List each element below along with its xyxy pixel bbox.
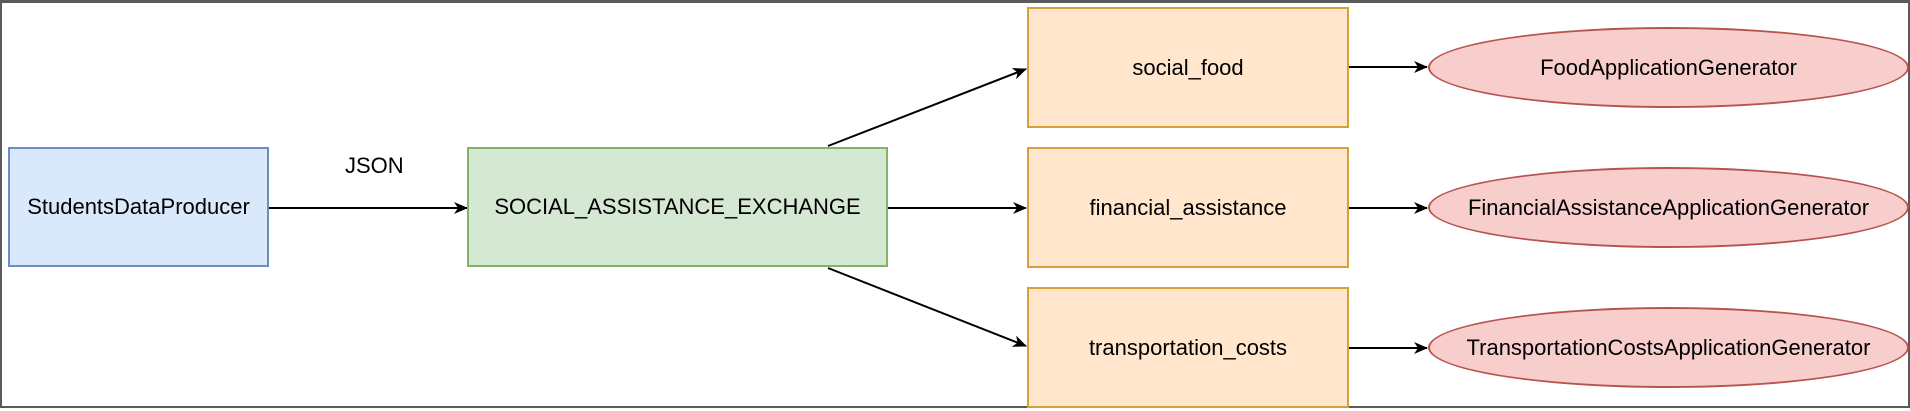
- queue-transportation-costs-node[interactable]: transportation_costs: [1027, 287, 1349, 408]
- queue-financial-assistance-node[interactable]: financial_assistance: [1027, 147, 1349, 268]
- edges-layer: [268, 61, 1428, 354]
- students-data-producer-node[interactable]: StudentsDataProducer: [8, 147, 269, 267]
- financial-assistance-application-generator-node[interactable]: FinancialAssistanceApplicationGenerator: [1428, 167, 1909, 248]
- edge-exchange-to-transportation-costs: [827, 267, 1027, 347]
- edge-label-json: JSON: [345, 153, 404, 178]
- edge-exchange-to-social-food: [827, 68, 1027, 147]
- food-application-generator-node[interactable]: FoodApplicationGenerator: [1428, 27, 1909, 108]
- social-assistance-exchange-node[interactable]: SOCIAL_ASSISTANCE_EXCHANGE: [467, 147, 888, 267]
- transportation-costs-application-generator-node[interactable]: TransportationCostsApplicationGenerator: [1428, 307, 1909, 388]
- queue-social-food-node[interactable]: social_food: [1027, 7, 1349, 128]
